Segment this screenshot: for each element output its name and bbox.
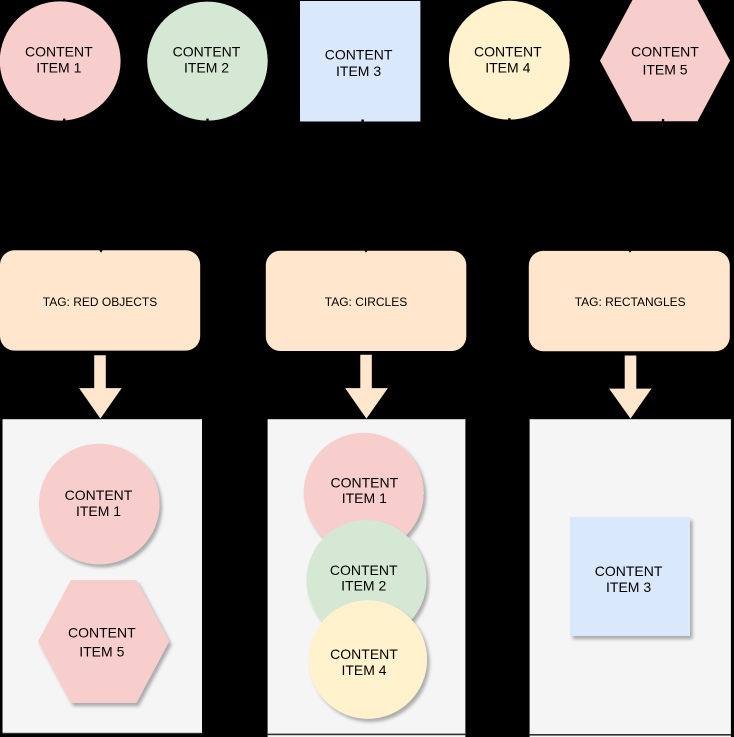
- svg-text:CONTENT: CONTENT: [68, 625, 136, 641]
- svg-text:TAG: CIRCLES: TAG: CIRCLES: [325, 295, 407, 309]
- svg-text:ITEM 1: ITEM 1: [76, 503, 121, 519]
- svg-text:ITEM 3: ITEM 3: [606, 579, 651, 595]
- svg-text:CONTENT: CONTENT: [325, 47, 393, 63]
- svg-text:CONTENT: CONTENT: [474, 44, 542, 60]
- svg-text:ITEM 4: ITEM 4: [341, 662, 386, 678]
- svg-text:CONTENT: CONTENT: [631, 43, 699, 59]
- svg-text:CONTENT: CONTENT: [173, 44, 241, 60]
- svg-text:CONTENT: CONTENT: [595, 563, 663, 579]
- svg-text:ITEM 1: ITEM 1: [36, 60, 81, 76]
- svg-text:CONTENT: CONTENT: [330, 646, 398, 662]
- svg-text:CONTENT: CONTENT: [65, 487, 133, 503]
- svg-text:ITEM 3: ITEM 3: [336, 63, 381, 79]
- svg-text:ITEM 1: ITEM 1: [342, 490, 387, 506]
- svg-text:ITEM 5: ITEM 5: [642, 62, 687, 78]
- svg-text:ITEM 2: ITEM 2: [341, 578, 386, 594]
- svg-text:ITEM 5: ITEM 5: [79, 643, 124, 659]
- svg-text:CONTENT: CONTENT: [25, 44, 93, 60]
- svg-text:CONTENT: CONTENT: [330, 475, 398, 491]
- svg-text:ITEM 2: ITEM 2: [184, 60, 229, 76]
- svg-text:TAG: RED OBJECTS: TAG: RED OBJECTS: [43, 295, 157, 309]
- svg-text:TAG: RECTANGLES: TAG: RECTANGLES: [575, 295, 686, 309]
- svg-text:ITEM 4: ITEM 4: [485, 59, 530, 75]
- svg-text:CONTENT: CONTENT: [330, 562, 398, 578]
